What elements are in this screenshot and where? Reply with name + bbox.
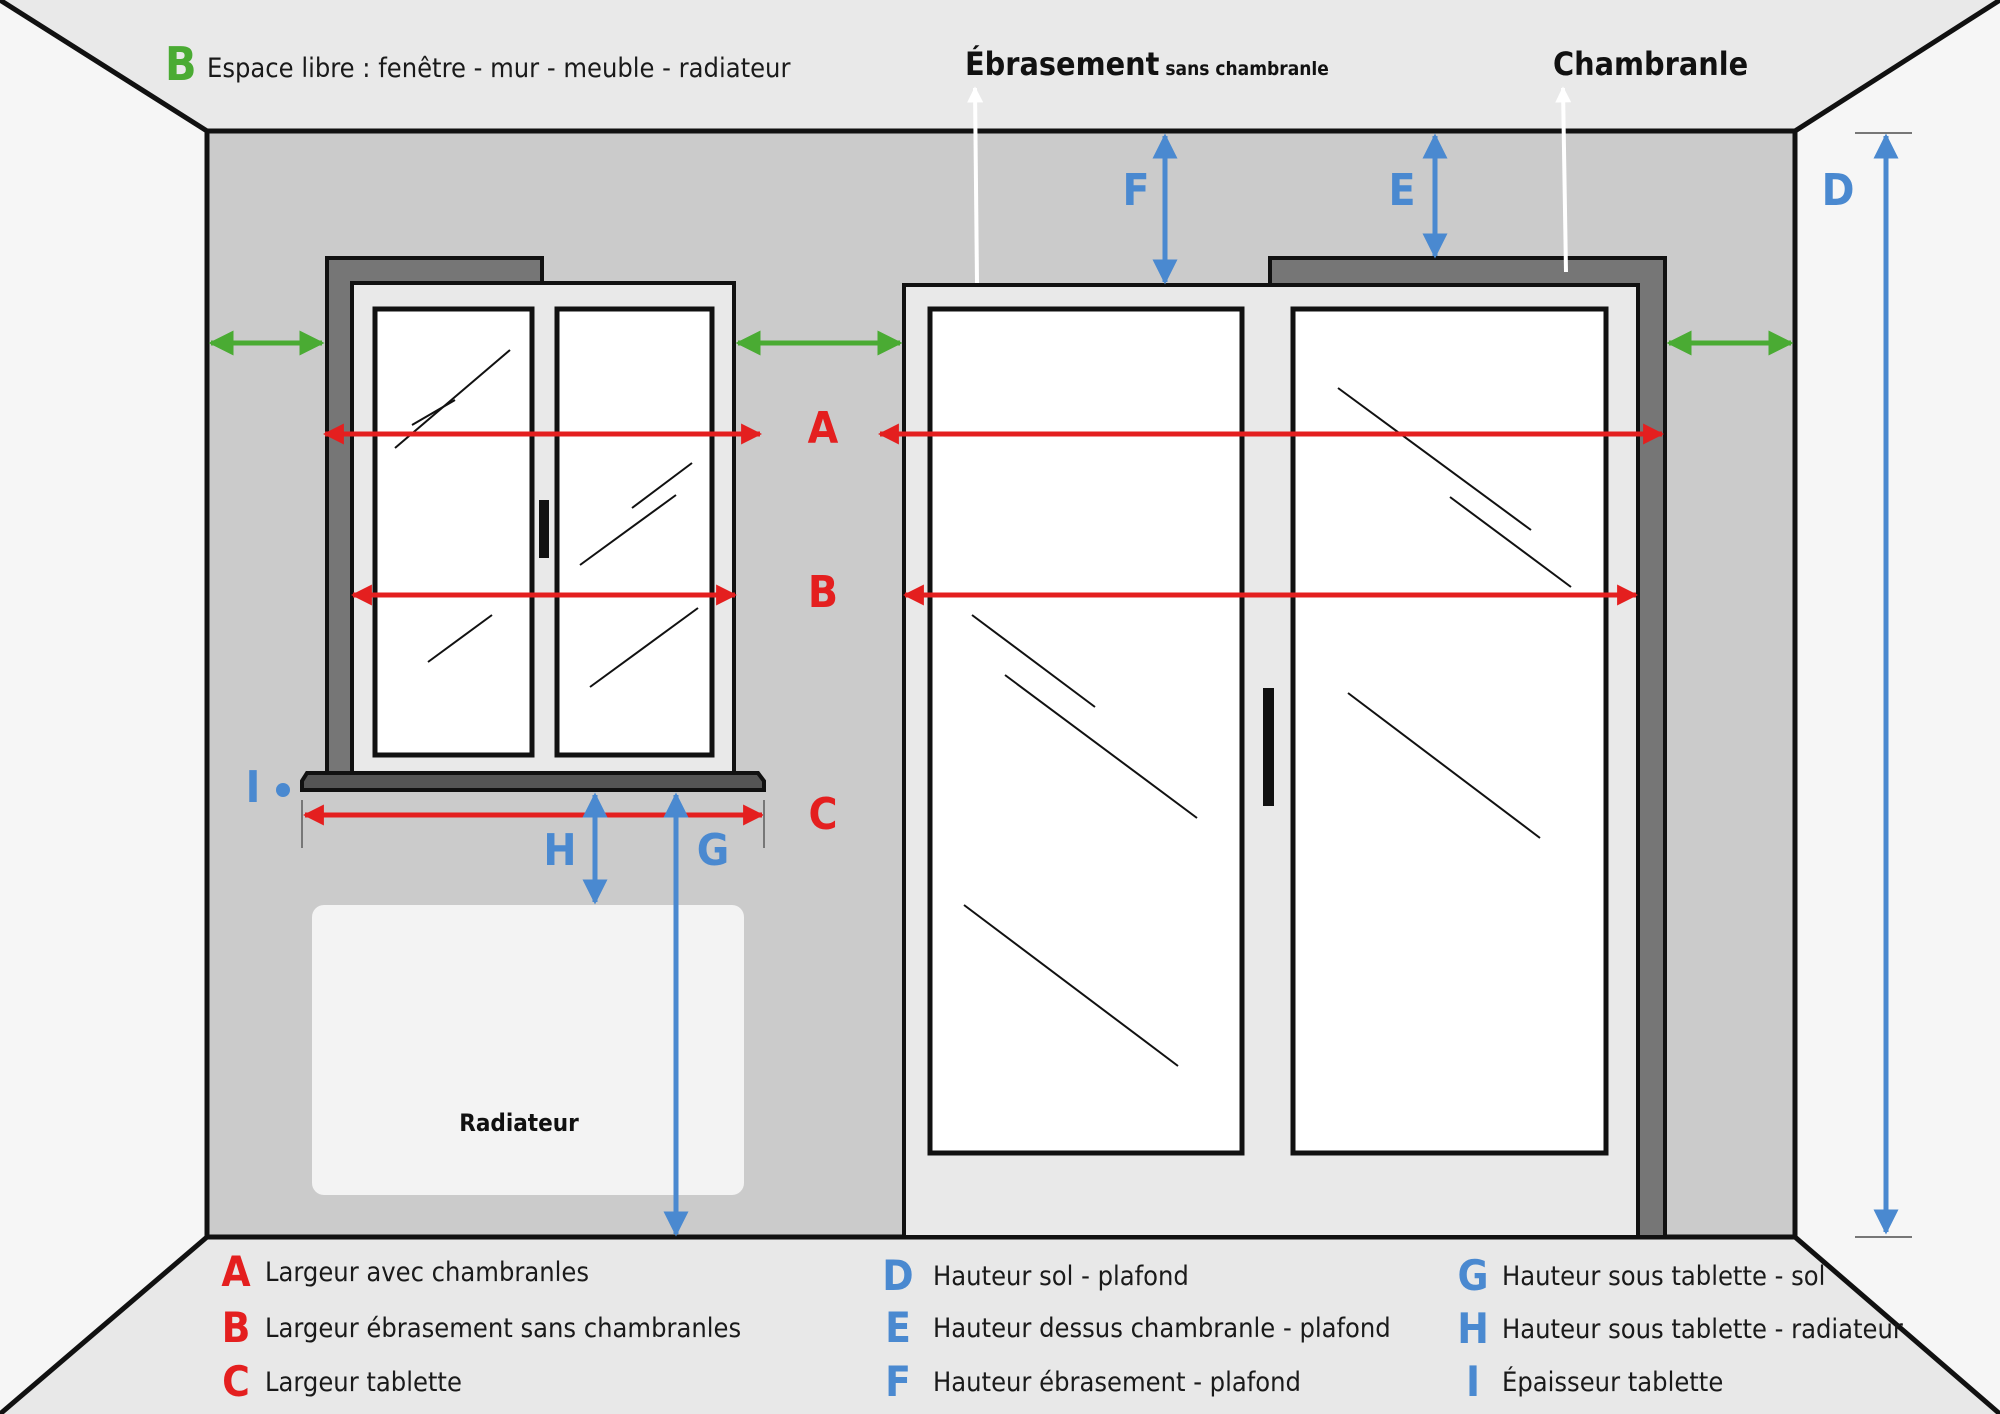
measure-h-label: H xyxy=(543,825,576,876)
door-right xyxy=(902,256,1667,1239)
legend-letter-c: C xyxy=(222,1357,250,1406)
chambranle-label: Chambranle xyxy=(1553,45,1748,83)
measure-i-dot xyxy=(276,783,290,797)
legend-letter-g: G xyxy=(1457,1251,1488,1300)
floor xyxy=(0,1237,2000,1414)
legend-letter-f: F xyxy=(885,1357,911,1406)
door-chambranle xyxy=(1268,256,1667,1239)
measure-i-label: I xyxy=(246,762,261,813)
legend-text-f: Hauteur ébrasement - plafond xyxy=(933,1367,1301,1398)
window-sill xyxy=(300,771,766,792)
window-handle xyxy=(539,500,549,558)
door-pane-right xyxy=(1290,306,1609,1156)
measure-g-label: G xyxy=(697,825,729,876)
window-left xyxy=(300,256,766,792)
legend-text-c: Largeur tablette xyxy=(265,1367,462,1398)
door-handle xyxy=(1263,688,1274,806)
ebrasement-pointer xyxy=(967,86,984,284)
legend-text-i: Épaisseur tablette xyxy=(1502,1366,1723,1398)
legend-letter-d: D xyxy=(882,1251,913,1300)
door-pane-left xyxy=(927,306,1245,1156)
free-space-letter: B xyxy=(165,37,197,91)
measure-a-label: A xyxy=(808,403,839,454)
chambranle-pointer xyxy=(1555,86,1572,273)
measure-c-label: C xyxy=(808,789,837,840)
legend: A Largeur avec chambranles B Largeur ébr… xyxy=(221,1247,1903,1406)
legend-text-a: Largeur avec chambranles xyxy=(265,1257,589,1288)
legend-text-g: Hauteur sous tablette - sol xyxy=(1502,1261,1825,1292)
measure-f-label: F xyxy=(1122,165,1149,216)
legend-text-d: Hauteur sol - plafond xyxy=(933,1261,1189,1292)
measure-d-label: D xyxy=(1822,165,1855,216)
measure-e-label: E xyxy=(1388,165,1415,216)
radiator xyxy=(312,905,744,1195)
free-space-text: Espace libre : fenêtre - mur - meuble - … xyxy=(207,53,790,84)
ceiling xyxy=(0,0,2000,131)
legend-letter-b: B xyxy=(222,1303,251,1352)
legend-text-h: Hauteur sous tablette - radiateur xyxy=(1502,1314,1903,1345)
legend-text-e: Hauteur dessus chambranle - plafond xyxy=(933,1313,1391,1344)
legend-text-b: Largeur ébrasement sans chambranles xyxy=(265,1313,741,1344)
radiator-label: Radiateur xyxy=(459,1109,579,1137)
legend-letter-a: A xyxy=(221,1247,251,1296)
legend-letter-h: H xyxy=(1457,1304,1489,1353)
left-wall xyxy=(0,0,207,1414)
measure-b-label: B xyxy=(808,567,838,618)
window-pane-left xyxy=(372,306,535,758)
legend-letter-i: I xyxy=(1466,1357,1480,1406)
legend-letter-e: E xyxy=(885,1303,911,1352)
window-pane-right xyxy=(554,306,715,758)
